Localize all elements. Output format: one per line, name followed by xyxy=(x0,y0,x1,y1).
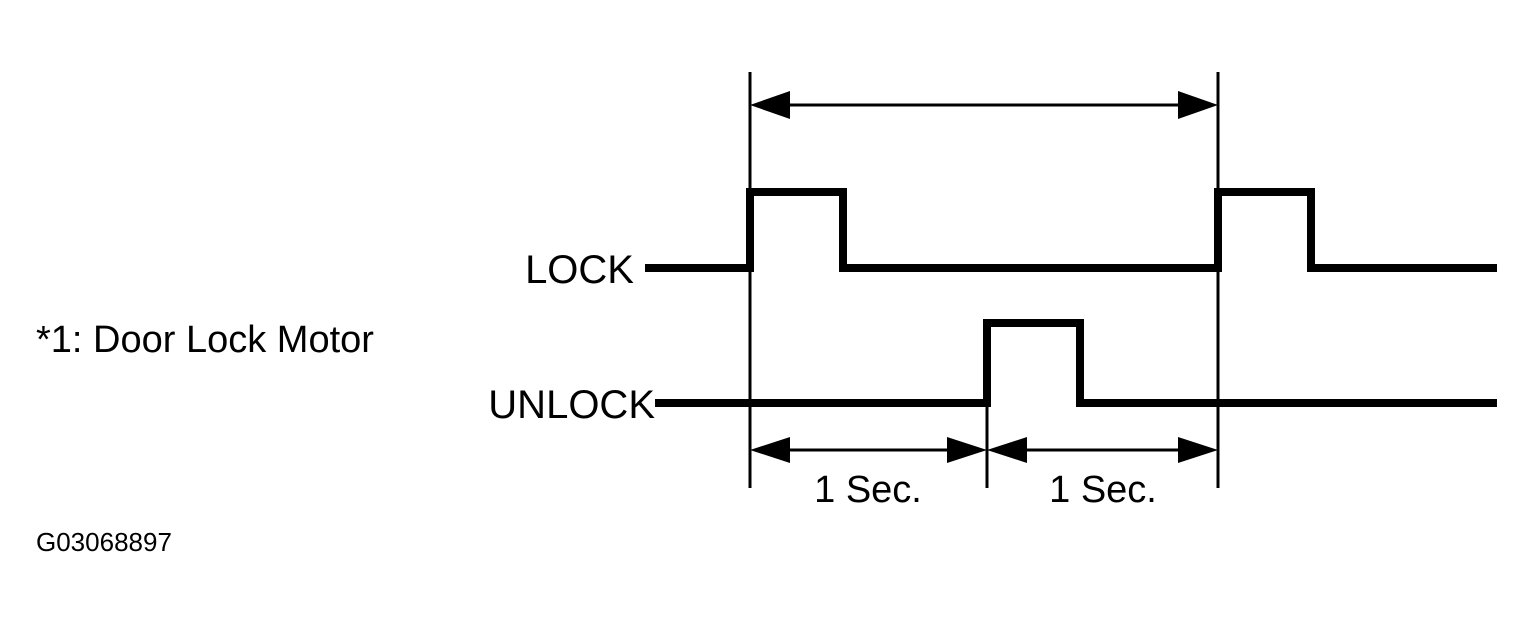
arrow-head-right-unlock-interval xyxy=(1178,437,1218,463)
arrow-head-left-unlock-interval xyxy=(987,437,1027,463)
arrow-head-left-lock-interval xyxy=(750,437,790,463)
dimension-unlock-interval-label: 1 Sec. xyxy=(1049,469,1157,511)
dimension-lock-interval xyxy=(750,437,987,463)
signal-unlock-label: UNLOCK xyxy=(488,383,655,427)
signal-lock xyxy=(645,188,1497,272)
dimension-full-cycle xyxy=(750,91,1218,119)
figure-code: G03068897 xyxy=(36,527,172,557)
signal-lock-waveform xyxy=(645,188,1497,272)
arrow-head-right-full-cycle xyxy=(1178,91,1218,119)
arrow-head-right-lock-interval xyxy=(947,437,987,463)
signal-unlock xyxy=(655,319,1497,407)
dimension-lock-interval-label: 1 Sec. xyxy=(814,469,922,511)
signal-lock-label: LOCK xyxy=(525,248,634,292)
signal-unlock-waveform xyxy=(655,319,1497,407)
arrow-head-left-full-cycle xyxy=(750,91,790,119)
door-lock-motor-note: *1: Door Lock Motor xyxy=(36,319,374,361)
dimension-unlock-interval xyxy=(987,437,1218,463)
